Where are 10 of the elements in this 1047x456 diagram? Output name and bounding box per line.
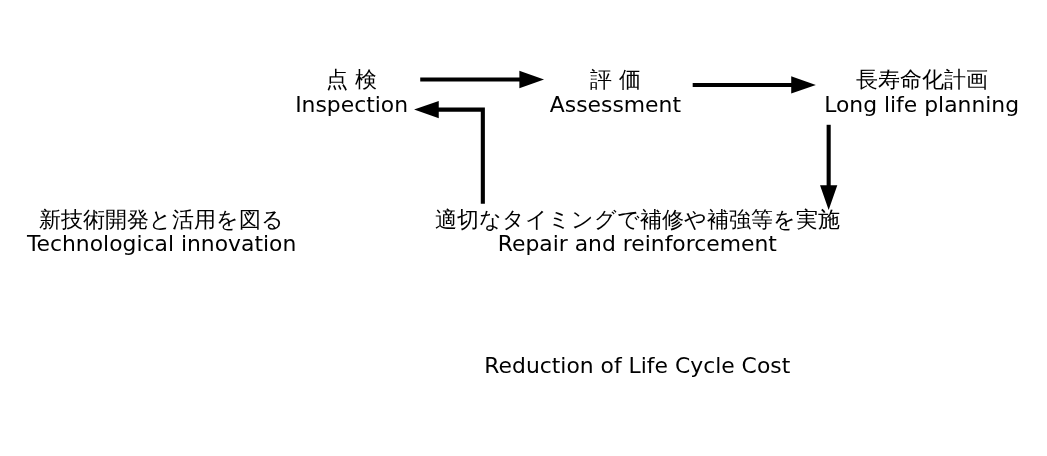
node-text: 評 価 Assessment [549,66,681,117]
arrow [420,70,545,88]
node-text: 点 検 Inspection [295,66,409,117]
label: Reduction of Life Cycle Cost [484,352,791,378]
node-text: 適切なタイミングで補修や補強等を実施 Repair and reinforcement [434,206,840,256]
arrow [820,124,838,210]
arrow [692,75,816,94]
node-text: 新技術開発と活用を図る Technological innovation [26,206,297,256]
arrow [414,100,485,204]
node-text: 長寿命化計画 Long life planning [824,66,1020,117]
